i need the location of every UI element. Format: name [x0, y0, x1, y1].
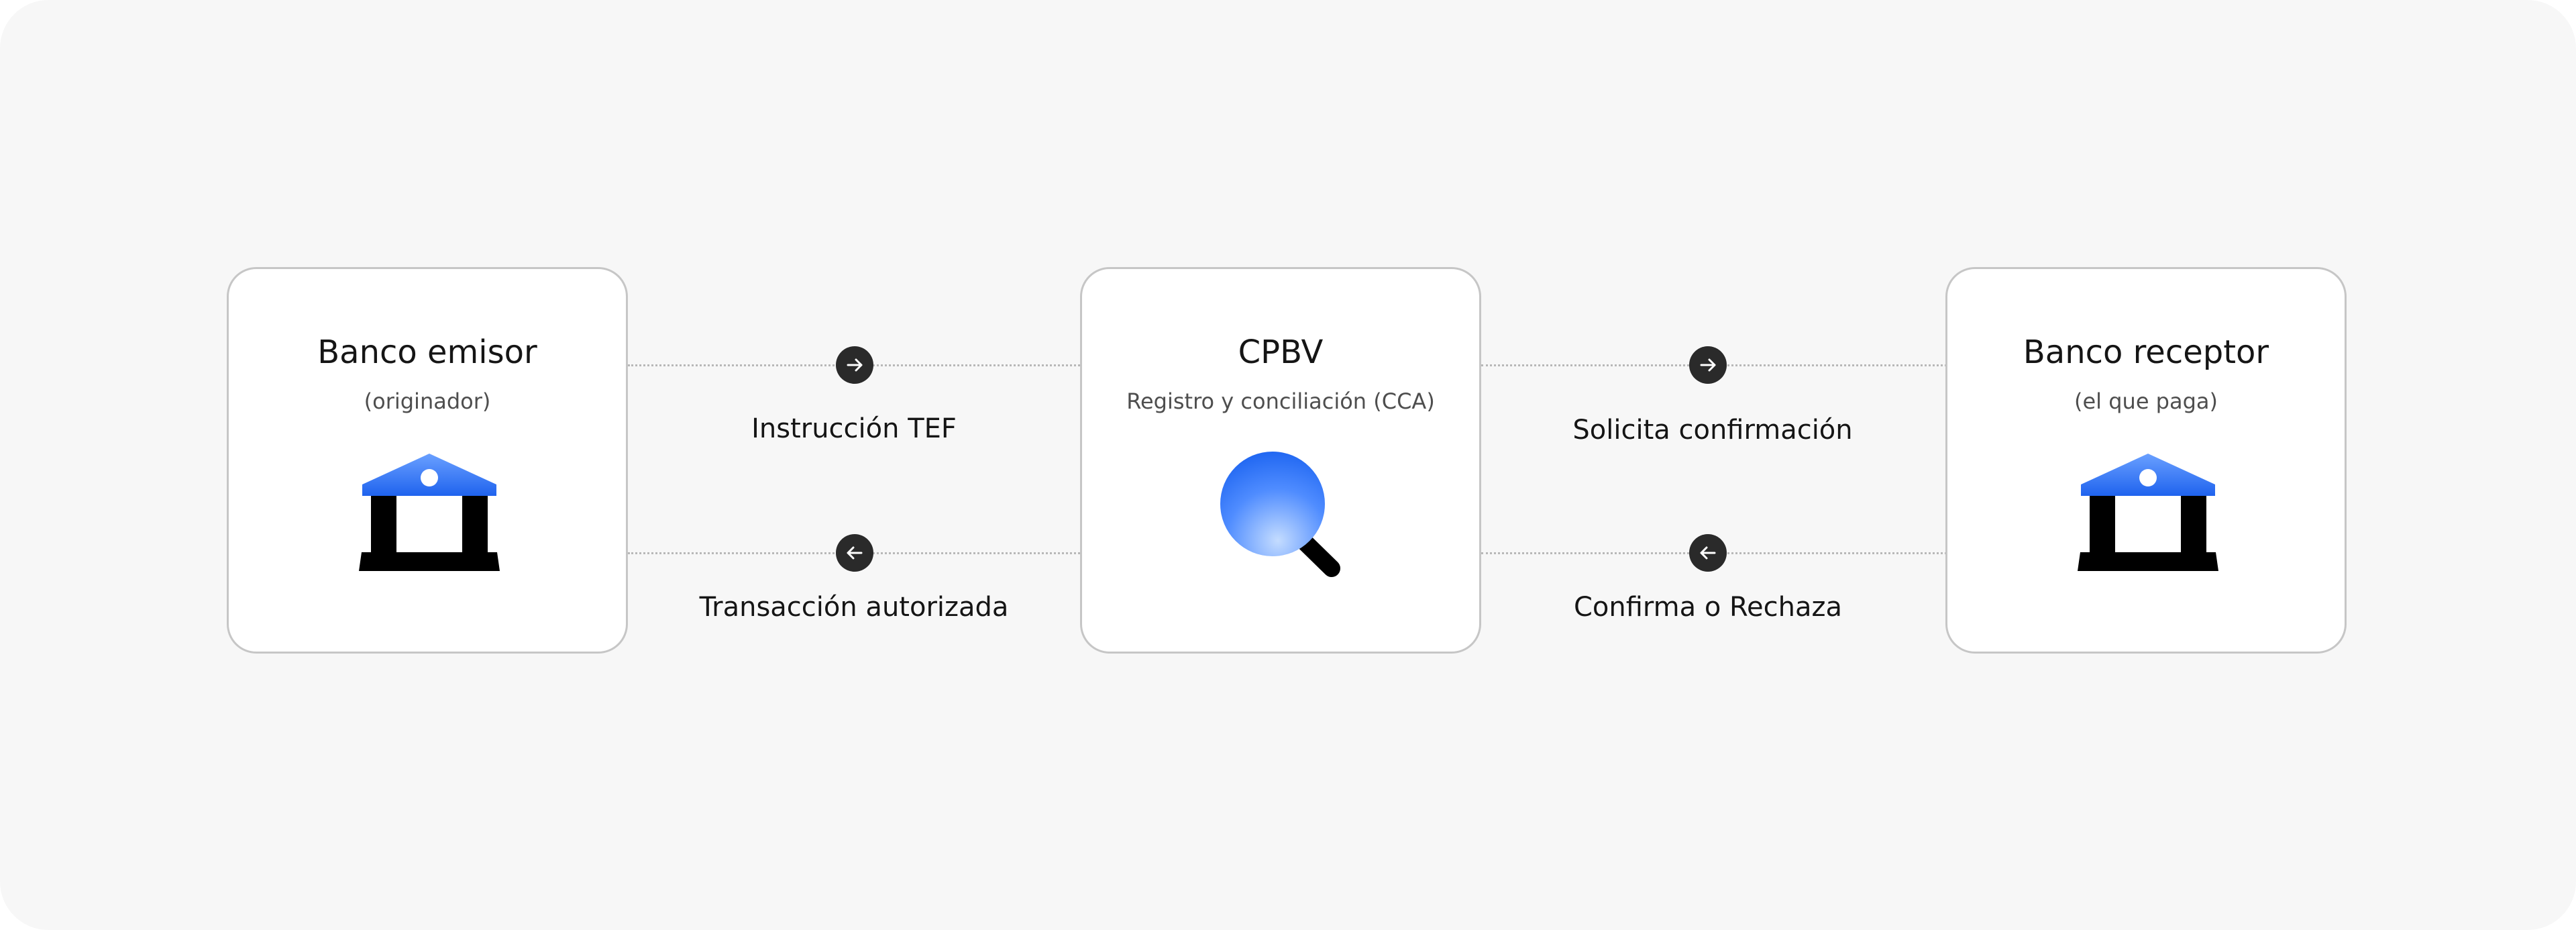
edge-label-authorized: Transacción autorizada — [699, 592, 1009, 623]
edge-node-instruction — [836, 346, 873, 384]
node-subtitle: (originador) — [364, 389, 491, 414]
arrow-left-icon — [1700, 546, 1716, 560]
arrow-right-icon — [1700, 358, 1716, 372]
arrow-left-icon — [847, 546, 863, 560]
edge-node-confirm — [1689, 534, 1727, 572]
node-subtitle: Registro y conciliación (CCA) — [1126, 389, 1435, 414]
node-card-issuer: Banco emisor (originador) — [227, 267, 628, 654]
edge-label-request: Solicita confirmación — [1572, 415, 1853, 446]
node-title: Banco receptor — [2023, 333, 2269, 371]
bank-icon — [2078, 454, 2218, 571]
edge-node-request — [1689, 346, 1727, 384]
node-card-clearing: CPBV Registro y conciliación (CCA) — [1080, 267, 1481, 654]
magnifier-icon — [1220, 452, 1340, 577]
node-title: Banco emisor — [317, 333, 537, 371]
edge-label-confirm: Confirma o Rechaza — [1573, 592, 1843, 623]
arrow-right-icon — [847, 358, 863, 372]
node-card-receiver: Banco receptor (el que paga) — [1945, 267, 2347, 654]
node-title: CPBV — [1238, 333, 1324, 371]
edge-label-instruction: Instrucción TEF — [751, 413, 957, 444]
bank-icon — [359, 454, 500, 571]
edge-node-authorized — [836, 534, 873, 572]
node-subtitle: (el que paga) — [2074, 389, 2218, 414]
